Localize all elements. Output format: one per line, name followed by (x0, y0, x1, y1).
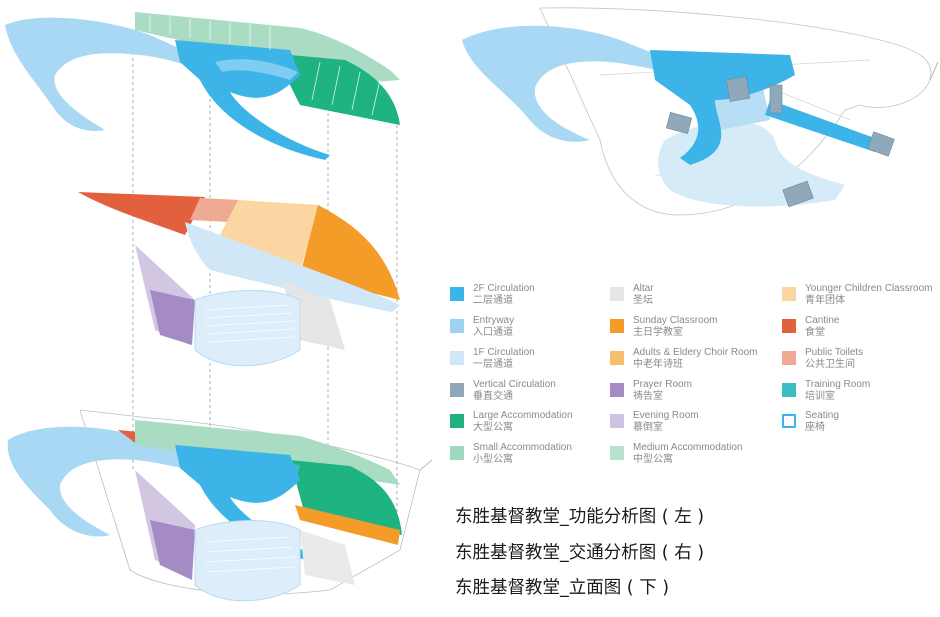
legend-label-en: Seating (805, 410, 839, 422)
legend-swatch (610, 414, 624, 428)
axo-1f-circulation (658, 121, 845, 207)
legend-label-zh: 公共卫生间 (805, 359, 863, 371)
cantine-block (78, 192, 205, 235)
legend-label-zh: 中老年诗班 (633, 359, 758, 371)
legend-label-zh: 培训室 (805, 391, 870, 403)
legend-label-zh: 主日学教室 (633, 327, 717, 339)
legend-label-zh: 慕倒室 (633, 422, 699, 434)
legend-swatch (610, 287, 624, 301)
combined-seating (195, 521, 300, 601)
caption-function-analysis: 东胜基督教堂_功能分析图 ( 左 ) (455, 500, 704, 536)
captions: 东胜基督教堂_功能分析图 ( 左 ) 东胜基督教堂_交通分析图 ( 右 ) 东胜… (455, 500, 704, 607)
legend-label-zh: 二层通道 (473, 295, 535, 307)
legend-label-en: Evening Room (633, 410, 699, 422)
legend-label-zh: 大型公寓 (473, 422, 573, 434)
legend-swatch (610, 446, 624, 460)
legend-label-zh: 食堂 (805, 327, 839, 339)
legend-swatch (450, 287, 464, 301)
legend-label-en: Medium Accommodation (633, 442, 743, 454)
legend-label-en: Altar (633, 283, 654, 295)
legend-swatch (450, 351, 464, 365)
legend-label-en: Small Accommodation (473, 442, 572, 454)
legend-label-zh: 入口通道 (473, 327, 514, 339)
legend-label-zh: 中型公寓 (633, 454, 743, 466)
seating-area (195, 291, 300, 366)
legend-label-zh: 一层通道 (473, 359, 535, 371)
legend-label-zh: 青年团体 (805, 295, 932, 307)
plan-1f (78, 192, 400, 366)
plan-combined (8, 410, 432, 601)
combined-prayer-room (150, 520, 195, 580)
legend-swatch (610, 383, 624, 397)
legend-label-en: Prayer Room (633, 379, 692, 391)
combined-altar (300, 530, 355, 585)
legend-label-en: Large Accommodation (473, 410, 573, 422)
legend-swatch (782, 383, 796, 397)
legend-swatch (450, 446, 464, 460)
plan-2f (5, 12, 400, 160)
legend-label-zh: 垂直交通 (473, 391, 556, 403)
legend-label-en: Public Toilets (805, 347, 863, 359)
legend-label-en: Adults & Eldery Choir Room (633, 347, 758, 359)
legend-swatch (782, 351, 796, 365)
legend-swatch (610, 319, 624, 333)
legend-label-zh: 座椅 (805, 422, 839, 434)
legend-label-zh: 小型公寓 (473, 454, 572, 466)
caption-elevation: 东胜基督教堂_立面图 ( 下 ) (455, 571, 704, 607)
legend-label-en: 2F Circulation (473, 283, 535, 295)
legend-label-zh: 圣坛 (633, 295, 654, 307)
legend-swatch (450, 414, 464, 428)
legend-label-en: Vertical Circulation (473, 379, 556, 391)
legend-label-en: Cantine (805, 315, 839, 327)
legend-swatch (450, 319, 464, 333)
legend-swatch (782, 414, 796, 428)
legend-swatch (782, 287, 796, 301)
caption-circulation-analysis: 东胜基督教堂_交通分析图 ( 右 ) (455, 536, 704, 572)
circulation-axonometric (462, 8, 938, 215)
legend-label-en: Younger Children Classroom (805, 283, 932, 295)
legend-swatch (782, 319, 796, 333)
legend-swatch (610, 351, 624, 365)
legend-label-en: Training Room (805, 379, 870, 391)
legend-label-en: Entryway (473, 315, 514, 327)
legend-label-en: 1F Circulation (473, 347, 535, 359)
legend-label-en: Sunday Classroom (633, 315, 717, 327)
legend-label-zh: 祷告室 (633, 391, 692, 403)
legend-swatch (450, 383, 464, 397)
axo-ribbon (462, 26, 690, 142)
large-accommodation-block (290, 55, 400, 125)
